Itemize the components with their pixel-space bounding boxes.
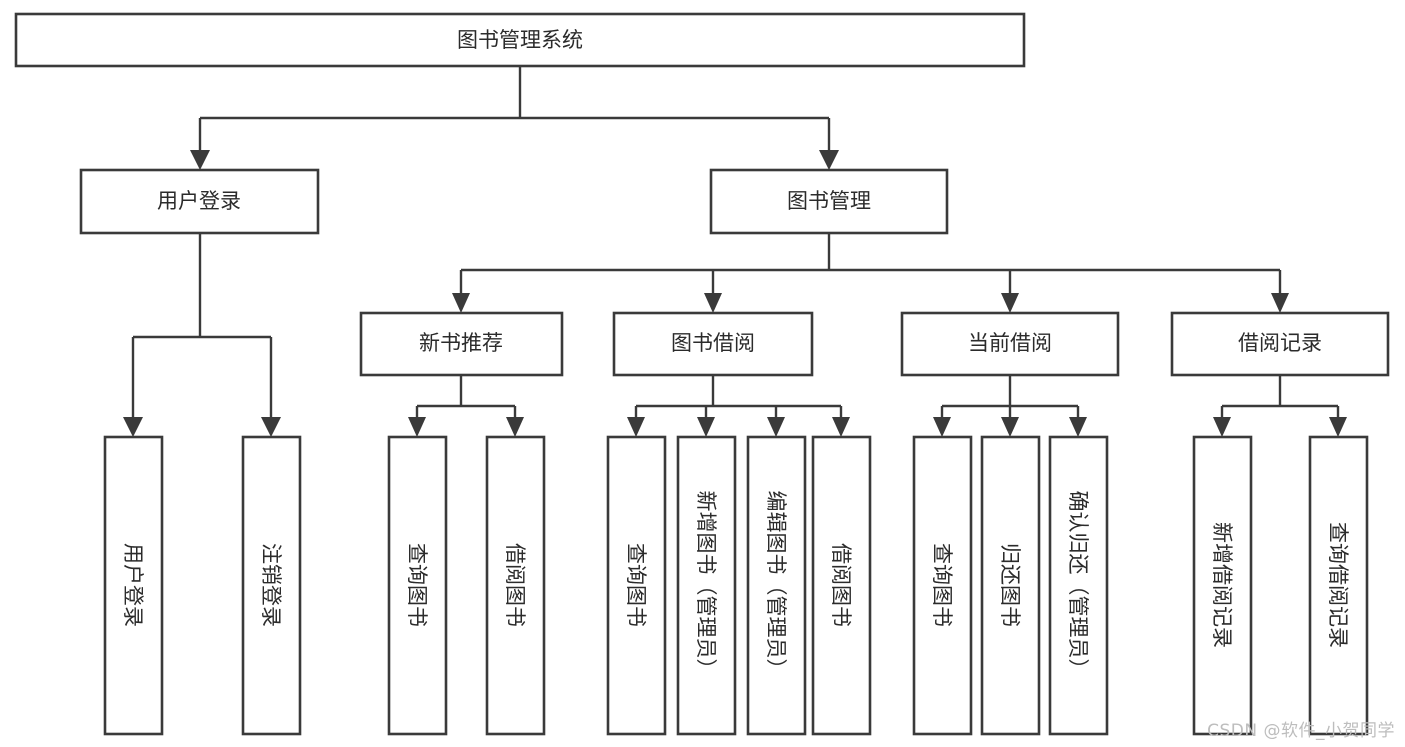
leaf-return-book-label: 归还图书: [998, 543, 1022, 627]
arrow-head-book-borrow: [704, 293, 722, 313]
arrow-head-leaf-borrow-book-1: [506, 417, 524, 437]
leaf-add-record-box[interactable]: [1192, 435, 1253, 736]
arrow-head-leaf-query-record: [1329, 417, 1347, 437]
leaf-return-book[interactable]: 归还图书: [980, 435, 1041, 736]
leaf-query-book-1-label: 查询图书: [405, 543, 429, 627]
leaf-query-record[interactable]: 查询借阅记录: [1308, 435, 1369, 736]
node-book-manage-box[interactable]: [709, 168, 949, 235]
node-book-borrow-box[interactable]: [612, 311, 814, 377]
node-user-login-box[interactable]: [79, 168, 320, 235]
node-current-borrow[interactable]: 当前借阅: [900, 311, 1120, 377]
leaf-query-book-1-box[interactable]: [387, 435, 448, 736]
leaf-query-book-2-box[interactable]: [606, 435, 667, 736]
leaf-add-record-label: 新增借阅记录: [1210, 522, 1234, 648]
node-borrow-record-box[interactable]: [1170, 311, 1390, 377]
leaf-edit-book-box[interactable]: [746, 435, 807, 736]
connector-group-book-manage-to-level3: [452, 233, 1289, 313]
leaf-add-book[interactable]: 新增图书（管理员）: [676, 435, 737, 736]
leaf-query-book-3[interactable]: 查询图书: [912, 435, 973, 736]
leaf-query-book-1[interactable]: 查询图书: [387, 435, 448, 736]
arrow-head-leaf-logout-login: [261, 417, 281, 437]
leaf-borrow-book-2-box[interactable]: [811, 435, 872, 736]
arrow-head-book-manage: [819, 150, 839, 170]
arrow-head-leaf-add-record: [1213, 417, 1231, 437]
node-user-login[interactable]: 用户登录: [79, 168, 320, 235]
leaf-confirm-return-label: 确认归还（管理员）: [1066, 491, 1090, 680]
leaf-query-book-3-label: 查询图书: [930, 543, 954, 627]
leaf-query-record-label: 查询借阅记录: [1326, 522, 1350, 648]
node-book-manage-label: 图书管理: [787, 189, 871, 213]
node-root-label: 图书管理系统: [457, 28, 583, 52]
leaf-edit-book-label: 编辑图书（管理员）: [764, 491, 788, 680]
arrow-head-leaf-query-book-2: [627, 417, 645, 437]
csdn-watermark: CSDN @软件_小贺同学: [1207, 721, 1395, 741]
arrow-head-new-book-recommend: [452, 293, 470, 313]
arrow-head-user-login: [190, 150, 210, 170]
leaf-edit-book[interactable]: 编辑图书（管理员）: [746, 435, 807, 736]
leaf-query-record-box[interactable]: [1308, 435, 1369, 736]
leaf-user-login-label: 用户登录: [121, 543, 145, 627]
node-new-book-recommend[interactable]: 新书推荐: [359, 311, 564, 377]
leaf-borrow-book-2-label: 借阅图书: [829, 543, 853, 627]
leaf-logout-login-box[interactable]: [241, 435, 302, 736]
node-current-borrow-box[interactable]: [900, 311, 1120, 377]
leaf-add-book-label: 新增图书（管理员）: [694, 491, 718, 680]
node-root-box[interactable]: [14, 12, 1026, 68]
arrow-head-leaf-edit-book: [767, 417, 785, 437]
leaf-user-login[interactable]: 用户登录: [103, 435, 164, 736]
leaf-confirm-return-box[interactable]: [1048, 435, 1109, 736]
arrow-head-leaf-confirm-return: [1069, 417, 1087, 437]
leaf-query-book-3-box[interactable]: [912, 435, 973, 736]
arrow-head-current-borrow: [1001, 293, 1019, 313]
leaf-return-book-box[interactable]: [980, 435, 1041, 736]
arrow-head-leaf-user-login: [123, 417, 143, 437]
leaf-borrow-book-1-label: 借阅图书: [503, 543, 527, 627]
connector-group-current-borrow-to-leaves: [933, 375, 1087, 437]
node-borrow-record-label: 借阅记录: [1238, 331, 1322, 355]
leaf-borrow-book-1-box[interactable]: [485, 435, 546, 736]
connector-group-root-to-level2: [190, 66, 839, 170]
node-borrow-record[interactable]: 借阅记录: [1170, 311, 1390, 377]
leaf-add-record[interactable]: 新增借阅记录: [1192, 435, 1253, 736]
arrow-head-leaf-return-book: [1001, 417, 1019, 437]
leaf-borrow-book-2[interactable]: 借阅图书: [811, 435, 872, 736]
leaf-query-book-2[interactable]: 查询图书: [606, 435, 667, 736]
node-user-login-label: 用户登录: [157, 189, 241, 213]
node-new-book-recommend-label: 新书推荐: [419, 331, 503, 355]
connector-group-new-book-recommend-to-leaves: [408, 375, 524, 437]
node-root[interactable]: 图书管理系统: [14, 12, 1026, 68]
node-book-borrow[interactable]: 图书借阅: [612, 311, 814, 377]
arrow-head-leaf-query-book-3: [933, 417, 951, 437]
arrow-head-leaf-query-book-1: [408, 417, 426, 437]
leaf-add-book-box[interactable]: [676, 435, 737, 736]
arrow-head-borrow-record: [1271, 293, 1289, 313]
arrow-head-leaf-add-book: [697, 417, 715, 437]
arrow-head-leaf-borrow-book-2: [832, 417, 850, 437]
leaf-logout-login-label: 注销登录: [259, 543, 283, 627]
connector-group-user-login-to-leaves: [123, 233, 281, 437]
leaf-borrow-book-1[interactable]: 借阅图书: [485, 435, 546, 736]
connector-group-borrow-record-to-leaves: [1213, 375, 1347, 437]
leaf-query-book-2-label: 查询图书: [624, 543, 648, 627]
node-current-borrow-label: 当前借阅: [968, 331, 1052, 355]
leaf-confirm-return[interactable]: 确认归还（管理员）: [1048, 435, 1109, 736]
node-new-book-recommend-box[interactable]: [359, 311, 564, 377]
node-book-manage[interactable]: 图书管理: [709, 168, 949, 235]
leaf-user-login-box[interactable]: [103, 435, 164, 736]
node-book-borrow-label: 图书借阅: [671, 331, 755, 355]
leaf-logout-login[interactable]: 注销登录: [241, 435, 302, 736]
connector-group-book-borrow-to-leaves: [627, 375, 850, 437]
